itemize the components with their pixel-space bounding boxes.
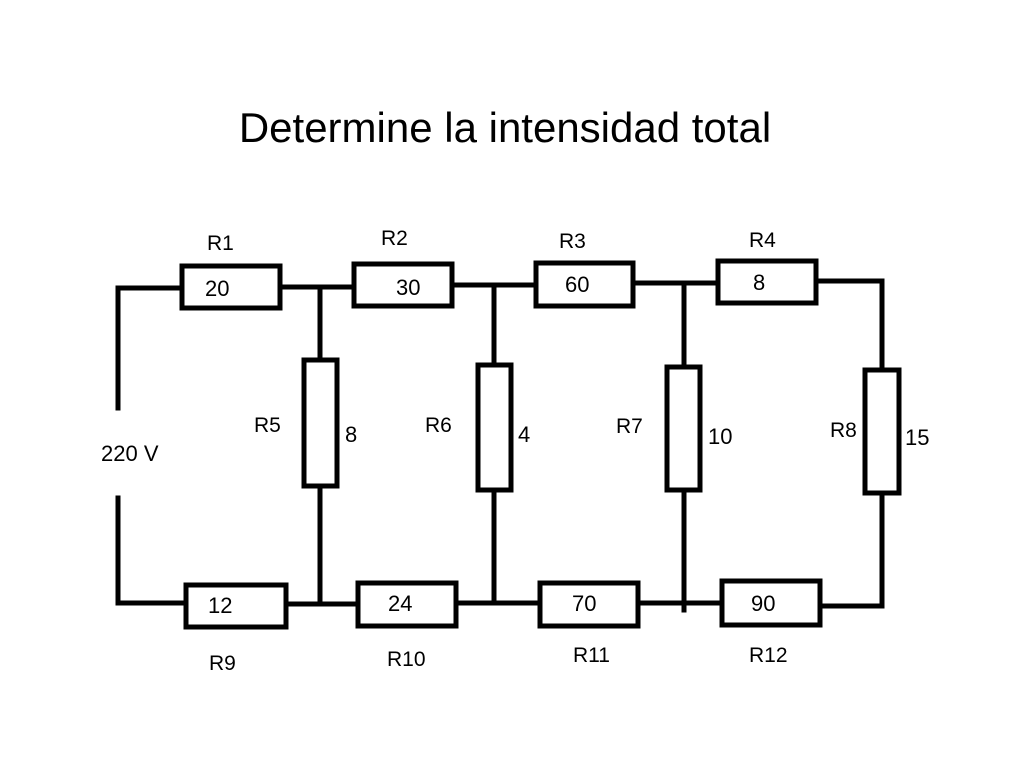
- resistor-r5-body: [301, 357, 340, 489]
- resistor-r3-body: [533, 260, 636, 309]
- resistor-r9-value: 12: [208, 593, 232, 618]
- resistor-r2-body: [351, 261, 455, 309]
- resistor-r6-body: [475, 362, 514, 493]
- wires: [115, 278, 885, 613]
- resistor-r10: 24 R10: [355, 580, 459, 671]
- resistor-r6-value: 4: [518, 422, 530, 447]
- voltage-source-label: 220 V: [101, 441, 159, 466]
- resistor-r5-value: 8: [345, 422, 357, 447]
- resistor-r5: 8 R5: [254, 357, 357, 489]
- resistor-r4: 8 R4: [715, 229, 819, 306]
- resistor-r12-body: [719, 578, 823, 628]
- resistor-r6: 4 R6: [425, 362, 530, 493]
- resistor-r7-value: 10: [708, 424, 732, 449]
- resistor-r3-value: 60: [565, 272, 589, 297]
- resistor-r7-label: R7: [616, 415, 643, 438]
- resistor-r12-value: 90: [751, 591, 775, 616]
- resistor-r2-label: R2: [381, 227, 408, 250]
- resistor-r9: 12 R9: [183, 582, 289, 675]
- resistor-r1: 20 R1: [179, 232, 283, 311]
- resistor-r6-label: R6: [425, 414, 452, 437]
- resistor-r4-body: [715, 258, 819, 306]
- resistor-r3-label: R3: [559, 230, 586, 253]
- resistor-r11-body: [537, 580, 641, 629]
- resistor-r11: 70 R11: [537, 580, 641, 667]
- resistor-r1-body: [179, 263, 283, 311]
- resistor-r11-value: 70: [572, 591, 596, 616]
- resistor-r5-label: R5: [254, 414, 281, 437]
- resistor-r4-label: R4: [749, 229, 776, 252]
- resistor-r10-body: [355, 580, 459, 629]
- page-title: Determine la intensidad total: [238, 104, 772, 151]
- resistor-r2-value: 30: [396, 275, 420, 300]
- resistor-r11-label: R11: [573, 644, 610, 667]
- resistor-r10-label: R10: [387, 648, 426, 671]
- resistor-r1-value: 20: [205, 276, 229, 301]
- resistor-r12: 90 R12: [719, 578, 823, 667]
- resistor-r8-value: 15: [905, 425, 929, 450]
- resistor-r12-label: R12: [749, 644, 788, 667]
- resistor-r1-label: R1: [207, 232, 234, 255]
- resistor-r9-label: R9: [209, 652, 236, 675]
- resistor-r3: 60 R3: [533, 230, 636, 309]
- resistor-r8-body: [862, 367, 902, 496]
- resistor-r8-label: R8: [830, 419, 857, 442]
- resistor-r4-value: 8: [753, 270, 765, 295]
- resistor-r8: 15 R8: [830, 367, 929, 496]
- resistor-r7-body: [664, 364, 703, 493]
- resistor-r9-body: [183, 582, 289, 630]
- resistor-r7: 10 R7: [616, 364, 732, 493]
- resistor-r2: 30 R2: [351, 227, 455, 309]
- resistor-r10-value: 24: [388, 591, 412, 616]
